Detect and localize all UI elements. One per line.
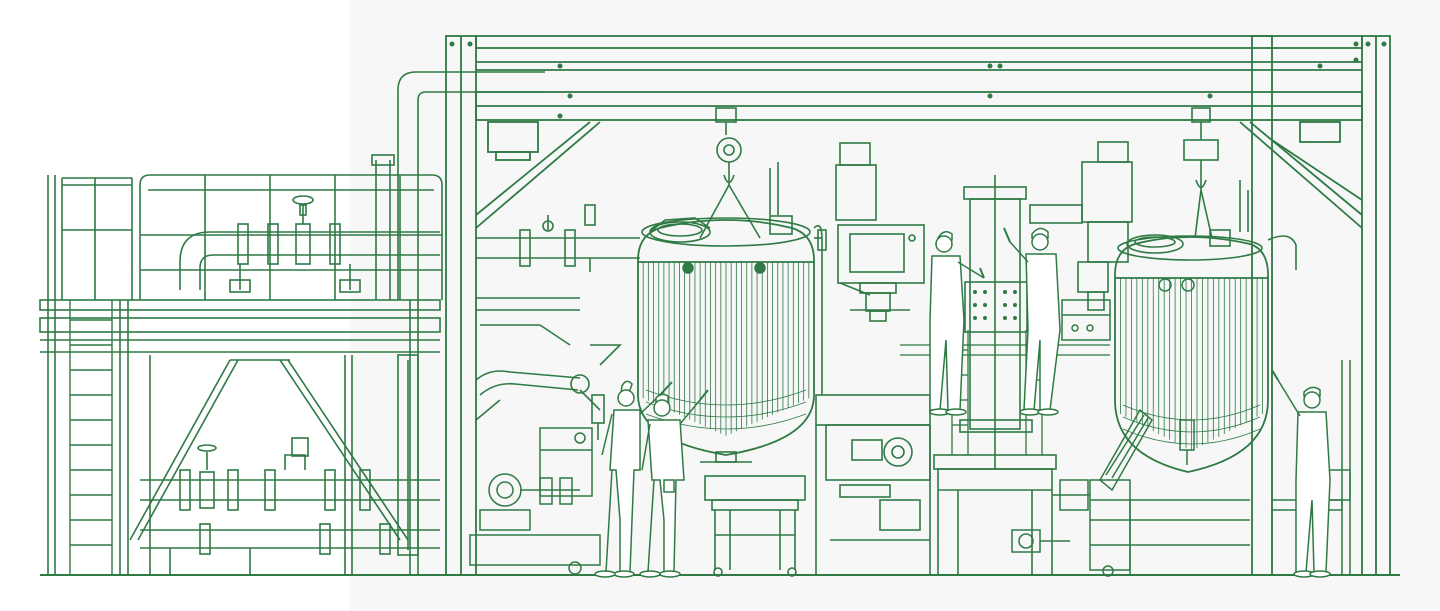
center-column-bolts	[973, 290, 1017, 320]
right-vessel-ribs	[1120, 278, 1263, 451]
left-vessel-top-cover	[641, 215, 827, 395]
robotic-arm	[475, 370, 605, 440]
vessel-bottom-band	[1122, 428, 1261, 445]
background-shade-panel	[350, 0, 1440, 611]
floor-motor	[1011, 479, 1090, 553]
wrench-icons	[659, 227, 1279, 401]
right-control-box	[1061, 299, 1111, 341]
center-shaft-column	[933, 175, 1057, 576]
right-discharge-chute	[1089, 408, 1250, 577]
horizontal-process-pipe	[476, 204, 640, 366]
right-chain-hoist	[1183, 107, 1219, 239]
worker-center-2	[1009, 227, 1061, 416]
left-vessel-nozzles	[682, 262, 766, 274]
vessel-support-table	[704, 475, 806, 577]
upper-platform-pipeline	[179, 195, 440, 293]
main-gantry-frame	[445, 35, 1391, 576]
left-chain-hoist	[699, 107, 779, 239]
center-overhead-mixer	[835, 142, 925, 322]
lower-pipeline-manifold	[140, 437, 440, 575]
worker-left-2	[639, 393, 701, 578]
beam-bolts	[449, 41, 1387, 119]
vertical-duct	[371, 71, 545, 556]
left-ladder	[69, 300, 113, 575]
workers	[594, 227, 1331, 578]
right-vessel-nozzles	[1158, 278, 1195, 465]
left-vessel-bottom-outlet	[700, 451, 752, 463]
center-gearbox-frame	[815, 394, 931, 575]
right-overhead-unit	[1029, 141, 1133, 311]
left-valve-panel	[469, 427, 601, 575]
worker-right-1	[1277, 379, 1331, 578]
right-vessel-top-cover	[1117, 180, 1297, 270]
worker-center-1	[929, 231, 985, 416]
worker-left-1	[594, 380, 661, 578]
